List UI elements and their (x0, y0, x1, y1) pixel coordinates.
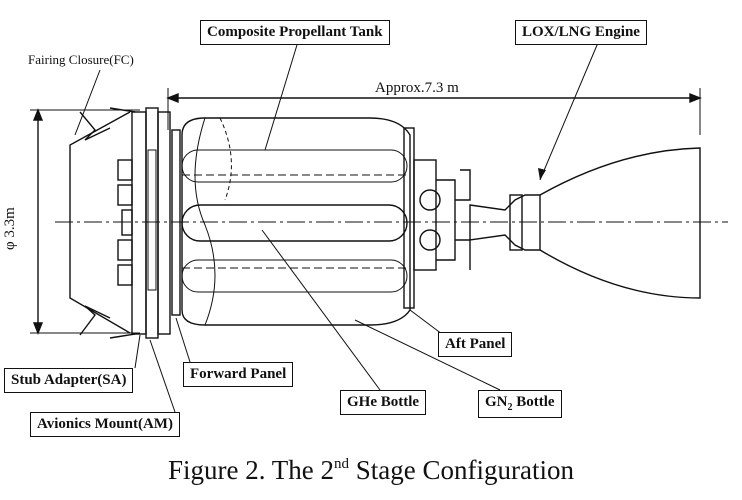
label-engine: LOX/LNG Engine (515, 20, 647, 45)
label-aft-panel: Aft Panel (438, 332, 513, 357)
leader-am (149, 339, 176, 413)
label-stub-adapter: Stub Adapter(SA) (4, 368, 134, 393)
stub-adapter-avionics-stack (117, 107, 171, 339)
gn2-suffix: Bottle (512, 394, 555, 410)
gn2-subscript: 2 (507, 402, 513, 413)
label-diameter: φ 3.3m (2, 207, 18, 250)
caption-sup: nd (334, 456, 349, 472)
leader-gn2 (354, 319, 501, 391)
label-fairing-closure: Fairing Closure(FC) (28, 52, 134, 67)
aft-panel-structure (403, 127, 471, 309)
caption-prefix: Figure 2. The 2 (168, 455, 334, 485)
gn2-prefix: GN (485, 394, 508, 410)
gn2-bottle-shape (181, 149, 408, 293)
label-propellant-tank: Composite Propellant Tank (200, 20, 390, 45)
leader-sa (134, 334, 141, 369)
label-gn2-bottle: GN2 Bottle (478, 390, 562, 418)
lox-lng-engine (469, 147, 701, 299)
label-forward-panel: Forward Panel (183, 362, 294, 387)
caption-suffix: Stage Configuration (349, 455, 574, 485)
leader-forward (175, 317, 191, 363)
label-length: Approx.7.3 m (375, 80, 459, 96)
forward-panel (171, 129, 181, 316)
label-ghe-bottle: GHe Bottle (340, 390, 427, 415)
leader-fc (74, 69, 101, 136)
leader-ghe (261, 229, 381, 391)
label-avionics-mount: Avionics Mount(AM) (30, 412, 180, 437)
leader-engine (539, 37, 601, 181)
fairing-closure (69, 107, 136, 339)
ghe-bottle-shape (181, 204, 408, 242)
figure-caption: Figure 2. The 2nd Stage Configuration (0, 455, 742, 486)
leader-tank (264, 34, 301, 151)
